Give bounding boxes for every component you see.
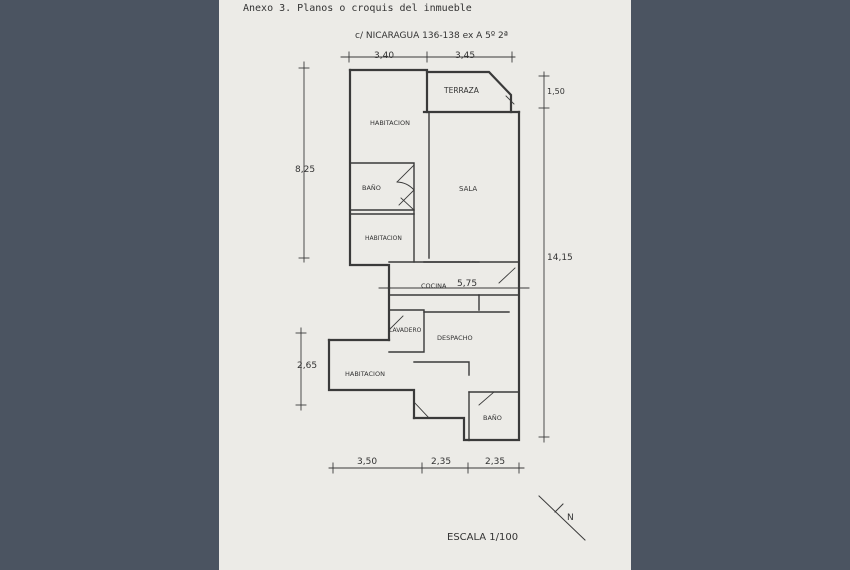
door-swings [388,95,516,419]
room-sala: SALA [459,185,477,193]
dim-left-upper: 8,25 [295,165,315,175]
dim-mid: 5,75 [457,279,477,289]
scale-label: ESCALA 1/100 [447,532,518,543]
floor-plan-sheet: Anexo 3. Planos o croquis del inmueble [219,0,631,570]
room-cocina: COCINA [421,282,447,290]
north-label: N [567,513,574,523]
floor-plan-drawing: c/ NICARAGUA 136-138 ex A 5º 2ª 3,40 3,4… [295,31,586,543]
room-lavadero: LAVADERO [389,327,422,334]
dim-top-right: 3,45 [455,51,475,61]
address-label: c/ NICARAGUA 136-138 ex A 5º 2ª [355,31,508,41]
dim-bottom-2: 2,35 [431,457,451,467]
room-despacho: DESPACHO [437,334,473,342]
room-habitacion-low: HABITACION [345,370,385,378]
exterior-walls [327,68,521,442]
room-habitacion-top: HABITACION [370,119,410,127]
dim-top-left: 3,40 [374,51,394,61]
dim-bottom-3: 2,35 [485,457,505,467]
room-bano-low: BAÑO [483,413,502,422]
interior-walls [349,111,520,441]
room-bano-top: BAÑO [362,183,381,192]
dimension-lines [295,51,550,474]
dim-left-lower: 2,65 [297,361,317,371]
dim-right-small: 1,50 [547,87,565,96]
room-habitacion-mid: HABITACION [365,235,402,242]
dim-right-total: 14,15 [547,253,573,263]
dim-bottom-1: 3,50 [357,457,377,467]
north-arrow [538,495,586,541]
room-terraza: TERRAZA [443,86,480,95]
annex-title: Anexo 3. Planos o croquis del inmueble [243,3,472,14]
